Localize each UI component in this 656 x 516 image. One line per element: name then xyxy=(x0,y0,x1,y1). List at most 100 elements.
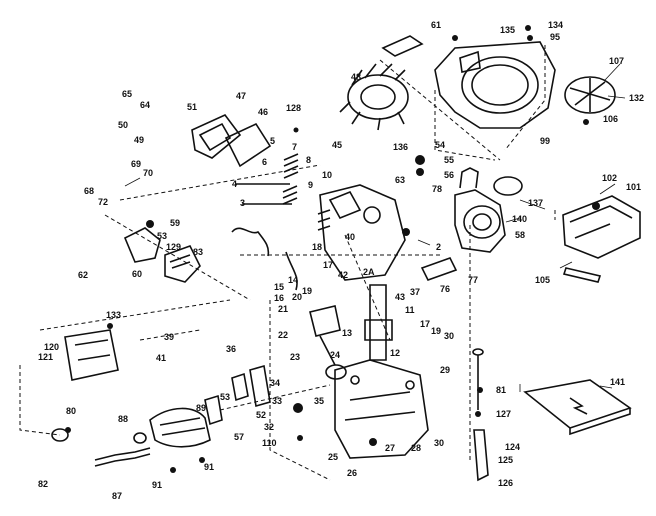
callout-68: 68 xyxy=(84,186,94,196)
callout-133: 133 xyxy=(106,310,121,320)
callout-10: 10 xyxy=(322,170,332,180)
callout-88: 88 xyxy=(118,414,128,424)
callout-99: 99 xyxy=(540,136,550,146)
engine-parts-artwork xyxy=(51,25,641,482)
piston-part xyxy=(309,305,341,337)
callout-78: 78 xyxy=(432,184,442,194)
callout-95: 95 xyxy=(550,32,560,42)
callout-48: 48 xyxy=(351,72,361,82)
callout-30b: 30 xyxy=(434,438,444,448)
callout-46: 46 xyxy=(258,107,268,117)
callout-24: 24 xyxy=(330,350,340,360)
callout-15: 15 xyxy=(274,282,284,292)
callout-60: 60 xyxy=(132,269,142,279)
callout-55: 55 xyxy=(444,155,454,165)
callout-83: 83 xyxy=(193,247,203,257)
callout-8: 8 xyxy=(306,155,311,165)
callout-53b: 53 xyxy=(220,392,230,402)
rotating-screen-part xyxy=(564,76,616,114)
callout-69: 69 xyxy=(131,159,141,169)
callout-70: 70 xyxy=(143,168,153,178)
callout-129: 129 xyxy=(166,242,181,252)
callout-140: 140 xyxy=(512,214,527,224)
callout-61: 61 xyxy=(431,20,441,30)
callout-36: 36 xyxy=(226,344,236,354)
valve-spring-part xyxy=(283,153,299,179)
callout-9: 9 xyxy=(308,180,313,190)
callout-7: 7 xyxy=(292,142,297,152)
callout-62: 62 xyxy=(78,270,88,280)
callout-35: 35 xyxy=(314,396,324,406)
callout-57: 57 xyxy=(234,432,244,442)
callout-106: 106 xyxy=(603,114,618,124)
callout-45: 45 xyxy=(332,140,342,150)
blower-housing-part xyxy=(434,41,556,129)
callout-56: 56 xyxy=(444,170,454,180)
callout-6: 6 xyxy=(262,157,267,167)
connecting-rod-part xyxy=(319,335,336,366)
callout-51: 51 xyxy=(187,102,197,112)
callout-2: 2 xyxy=(436,242,441,252)
callout-25: 25 xyxy=(328,452,338,462)
callout-3: 3 xyxy=(240,198,245,208)
callout-34: 34 xyxy=(270,378,280,388)
exhaust-pipe-part xyxy=(149,407,211,448)
callout-82: 82 xyxy=(38,479,48,489)
callout-105: 105 xyxy=(535,275,550,285)
part-callouts: 61 135 134 95 48 107 132 106 99 65 64 51… xyxy=(38,20,644,501)
callout-76: 76 xyxy=(440,284,450,294)
callout-91b: 91 xyxy=(204,462,214,472)
callout-47: 47 xyxy=(236,91,246,101)
governor-linkage-part xyxy=(231,227,270,257)
gasket-part xyxy=(224,122,272,168)
callout-80: 80 xyxy=(66,406,76,416)
callout-30: 30 xyxy=(444,331,454,341)
callout-11: 11 xyxy=(405,305,415,315)
callout-121: 121 xyxy=(38,352,53,362)
callout-132: 132 xyxy=(629,93,644,103)
callout-14: 14 xyxy=(288,275,298,285)
callout-19: 19 xyxy=(431,326,441,336)
callout-91: 91 xyxy=(152,480,162,490)
callout-33: 33 xyxy=(272,396,282,406)
leader-lines xyxy=(124,63,626,392)
callout-141: 141 xyxy=(610,377,625,387)
callout-125: 125 xyxy=(498,455,513,465)
callout-29: 29 xyxy=(440,365,450,375)
callout-16: 16 xyxy=(274,293,284,303)
callout-126: 126 xyxy=(498,478,513,488)
bracket-part xyxy=(231,372,249,402)
callout-124: 124 xyxy=(505,442,520,452)
callout-40: 40 xyxy=(345,232,355,242)
callout-65: 65 xyxy=(122,89,132,99)
callout-52: 52 xyxy=(256,410,266,420)
callout-72: 72 xyxy=(98,197,108,207)
callout-37: 37 xyxy=(410,287,420,297)
crankshaft-part xyxy=(369,284,387,361)
callout-39: 39 xyxy=(164,332,174,342)
callout-77: 77 xyxy=(468,275,478,285)
callout-63: 63 xyxy=(395,175,405,185)
callout-21: 21 xyxy=(278,304,288,314)
callout-137: 137 xyxy=(528,198,543,208)
callout-18: 18 xyxy=(312,242,322,252)
muffler-part xyxy=(64,329,119,381)
assembly-guide-lines xyxy=(19,45,556,481)
callout-53: 53 xyxy=(157,231,167,241)
callout-22: 22 xyxy=(278,330,288,340)
callout-20: 20 xyxy=(292,292,302,302)
callout-127: 127 xyxy=(496,409,511,419)
callout-87: 87 xyxy=(112,491,122,501)
callout-19b: 19 xyxy=(302,286,312,296)
callout-58: 58 xyxy=(515,230,525,240)
flex-tube-part xyxy=(94,447,151,461)
valve-cover-part xyxy=(191,114,242,159)
starter-cup-part xyxy=(493,176,523,196)
callout-134: 134 xyxy=(548,20,563,30)
flywheel-part xyxy=(347,74,409,120)
air-filter-part xyxy=(164,245,201,283)
callout-17: 17 xyxy=(323,260,333,270)
callout-50: 50 xyxy=(118,120,128,130)
starter-part xyxy=(454,189,506,253)
